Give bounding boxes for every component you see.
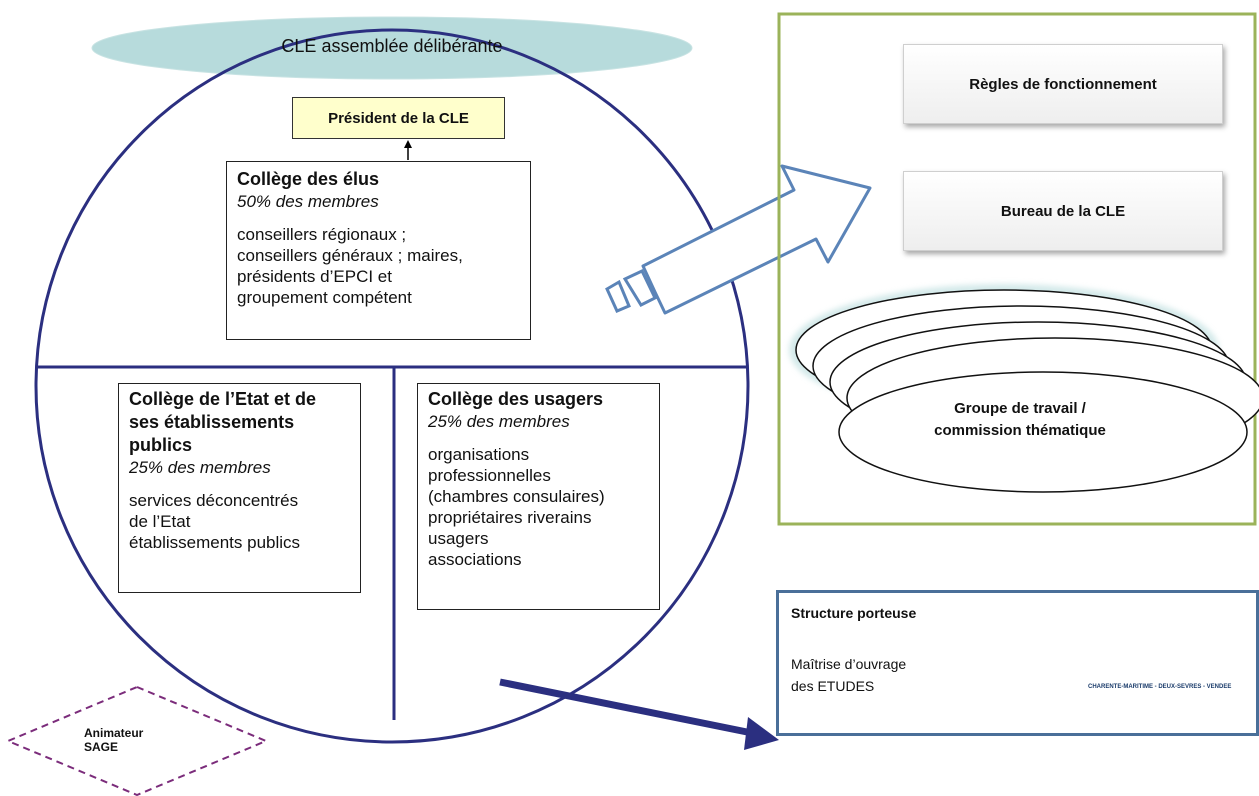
college-usagers-member: propriétaires riverains xyxy=(428,508,592,527)
college-etat-share: 25% des membres xyxy=(129,458,271,477)
college-usagers-member: usagers xyxy=(428,529,489,548)
stack-ellipse-5 xyxy=(838,371,1248,493)
college-elus-title: Collège des élus xyxy=(237,169,380,189)
structure-description: Maîtrise d’ouvrage des ETUDES xyxy=(791,653,906,697)
groupe-travail-line: Groupe de travail / xyxy=(954,400,1086,417)
group-ellipse-stack xyxy=(789,284,1259,493)
college-etat-member: de l’Etat xyxy=(129,512,191,531)
college-usagers-member: associations xyxy=(428,550,522,569)
groupe-travail-line: commission thématique xyxy=(934,422,1106,439)
cle-title: CLE assemblée délibérante xyxy=(281,36,503,56)
college-elus-members: conseillers régionaux ; conseillers géné… xyxy=(237,224,520,308)
animateur-line: Animateur xyxy=(84,726,144,740)
college-usagers-title: Collège des usagers xyxy=(428,389,604,409)
college-etat-title-line: ses établissements xyxy=(129,412,295,432)
college-usagers-member: professionnelles xyxy=(428,466,551,485)
college-elus-member: groupement compétent xyxy=(237,288,412,307)
college-etat-members: services déconcentrés de l’Etat établiss… xyxy=(129,490,350,553)
structure-logo-caption: CHARENTE-MARITIME - DEUX-SEVRES - VENDEE xyxy=(1088,684,1232,690)
college-elus-member: conseillers généraux ; maires, xyxy=(237,246,463,265)
groupe-travail-label: Groupe de travail / commission thématiqu… xyxy=(900,398,1140,442)
structure-description-line: Maîtrise d’ouvrage xyxy=(791,656,907,672)
bureau-cle-box: Bureau de la CLE xyxy=(903,171,1223,251)
big-outline-arrow xyxy=(641,164,872,315)
college-usagers-box: Collège des usagers 25% des membres orga… xyxy=(417,383,660,610)
college-usagers-members: organisations professionnelles (chambres… xyxy=(428,444,649,570)
arrow-tail-stripe-2 xyxy=(622,269,657,307)
structure-arrow-shaft xyxy=(499,678,753,737)
college-etat-member: établissements publics xyxy=(129,533,301,552)
right-panel-frame xyxy=(777,12,1257,526)
college-usagers-member: (chambres consulaires) xyxy=(428,487,605,506)
structure-arrowhead xyxy=(744,717,779,750)
structure-porteuse-box: Structure porteuse Maîtrise d’ouvrage de… xyxy=(776,590,1259,736)
regles-fonctionnement-box: Règles de fonctionnement xyxy=(903,44,1223,124)
college-elus-member: présidents d’EPCI et xyxy=(237,267,392,286)
college-elus-share: 50% des membres xyxy=(237,192,379,211)
college-elus-box: Collège des élus 50% des membres conseil… xyxy=(226,161,531,340)
college-etat-member: services déconcentrés xyxy=(129,491,299,510)
animateur-label: Animateur SAGE xyxy=(84,726,143,754)
president-box: Président de la CLE xyxy=(292,97,505,139)
college-usagers-share: 25% des membres xyxy=(428,412,570,431)
animateur-line: SAGE xyxy=(84,740,119,754)
animateur-diamond xyxy=(5,685,269,796)
president-arrowhead xyxy=(404,140,412,148)
arrow-tail-stripe-1 xyxy=(605,279,631,313)
college-etat-title-line: Collège de l’Etat et de xyxy=(129,389,317,409)
college-etat-box: Collège de l’Etat et de ses établissemen… xyxy=(118,383,361,593)
structure-title: Structure porteuse xyxy=(791,605,917,621)
cle-circle xyxy=(34,28,750,744)
college-elus-member: conseillers régionaux ; xyxy=(237,225,407,244)
college-etat-title-line: publics xyxy=(129,435,193,455)
structure-description-line: des ETUDES xyxy=(791,678,875,694)
college-usagers-member: organisations xyxy=(428,445,530,464)
